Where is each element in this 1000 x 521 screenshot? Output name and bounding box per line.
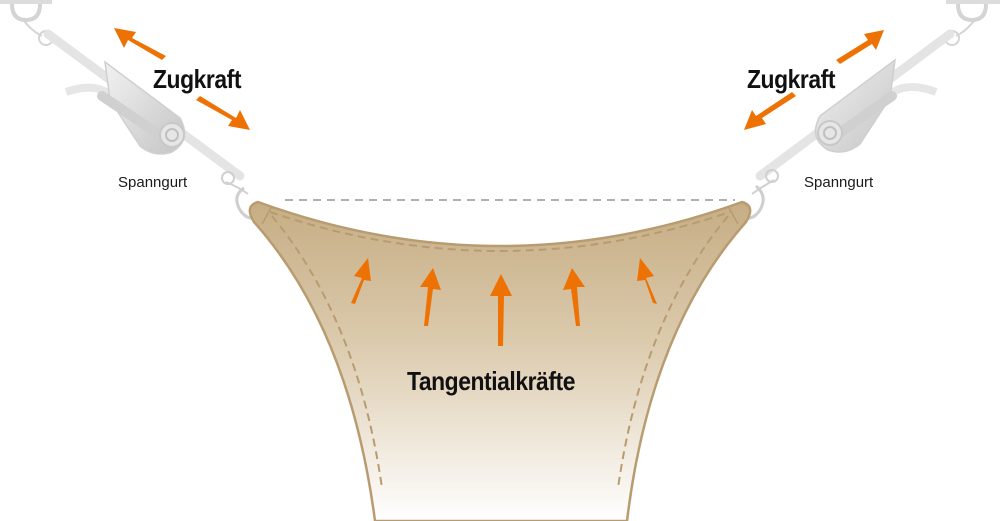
left-anchor-hardware xyxy=(0,0,259,220)
ratchet-buckle-left xyxy=(97,60,186,155)
tangential-forces-label: Tangentialkräfte xyxy=(407,366,575,396)
strap-label-right: Spanngurt xyxy=(804,174,874,191)
pull-force-arrows-right xyxy=(744,30,884,130)
right-anchor-hardware xyxy=(741,0,1000,220)
pull-force-label-left: Zugkraft xyxy=(153,64,241,94)
ratchet-buckle-right xyxy=(814,58,897,153)
pull-force-label-right: Zugkraft xyxy=(747,64,835,94)
strap-label-left: Spanngurt xyxy=(118,174,188,191)
tangential-force-arrows xyxy=(351,258,657,346)
pull-force-arrows-left xyxy=(114,28,250,130)
shade-sail xyxy=(248,200,752,521)
